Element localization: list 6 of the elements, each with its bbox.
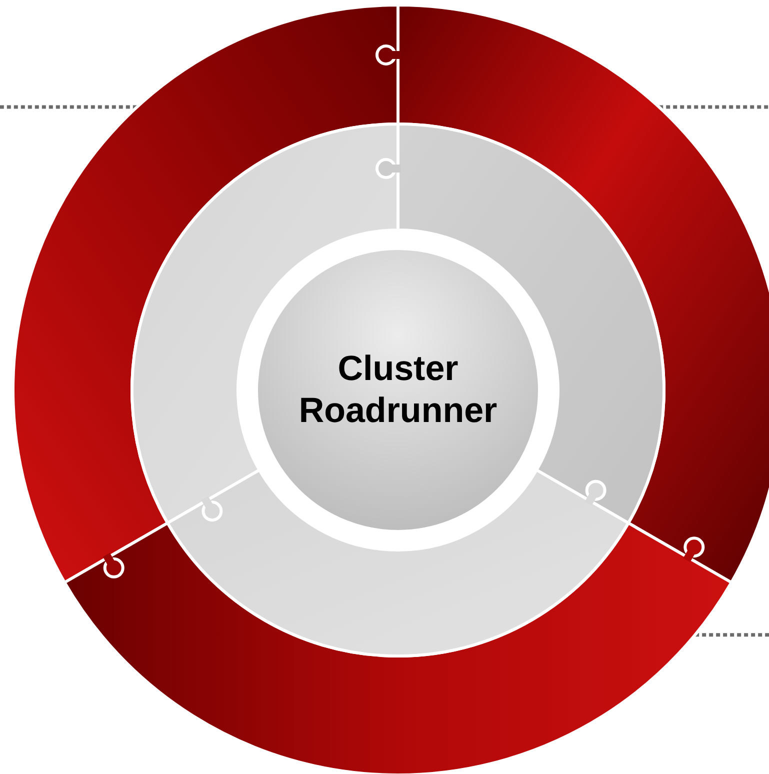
leader-line <box>695 633 769 637</box>
center-label: Cluster Roadrunner <box>298 348 498 432</box>
puzzle-ring-segment <box>63 522 733 774</box>
puzzle-ring-segment <box>166 468 630 657</box>
leader-line <box>0 105 137 109</box>
leader-line <box>659 105 769 109</box>
